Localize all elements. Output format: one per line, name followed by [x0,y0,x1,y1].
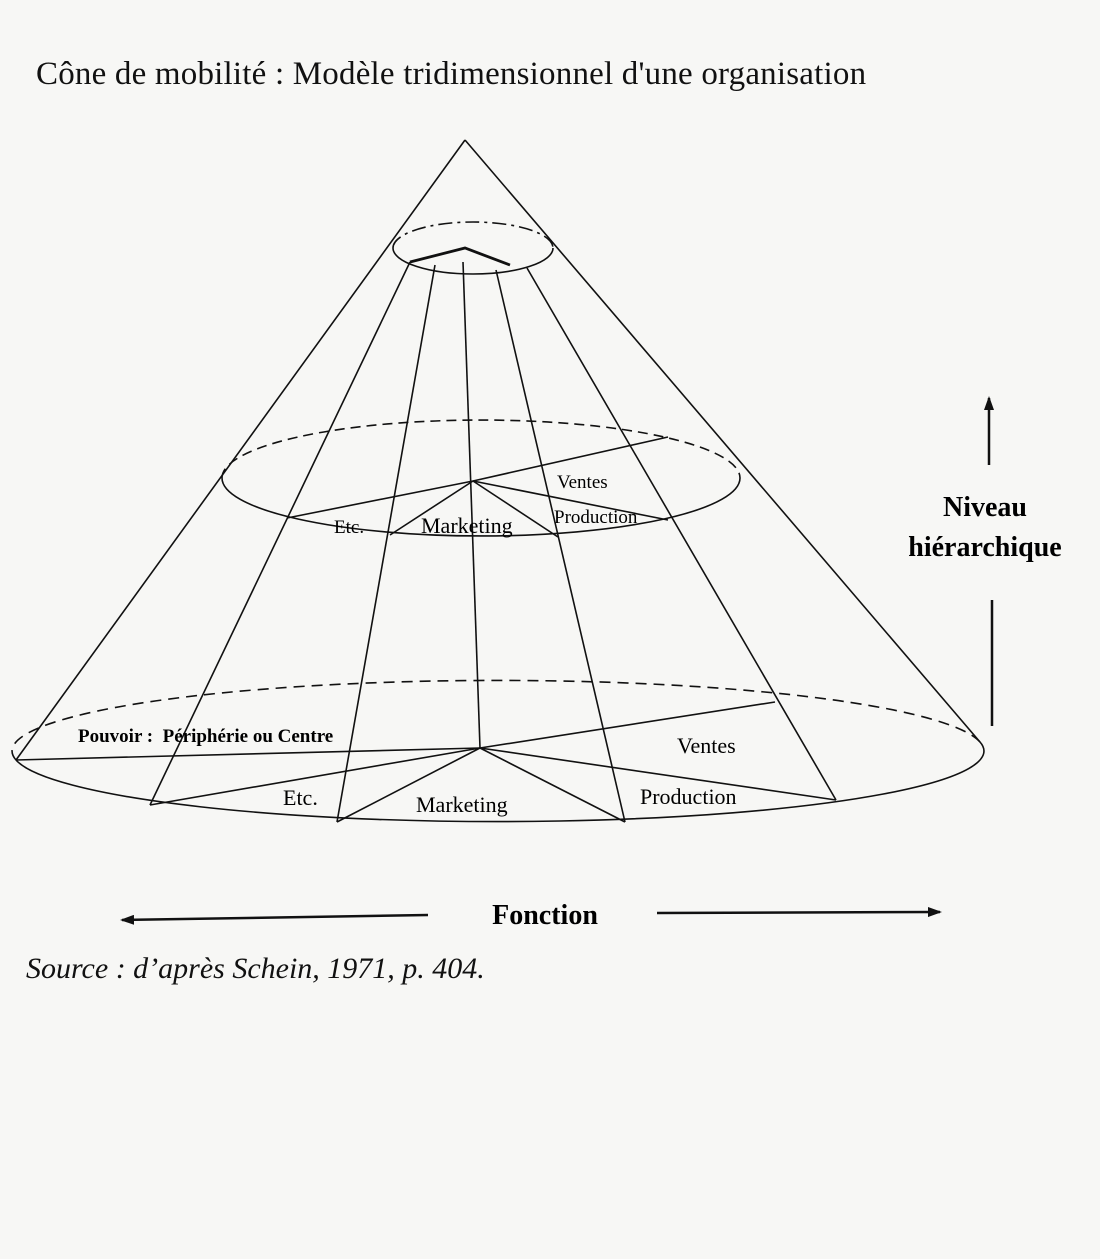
horizontal-axis-arrow-right [656,907,942,918]
base-label-pouvoir: Pouvoir : Périphérie ou Centre [78,726,333,747]
middle-sector-line-5 [472,436,669,482]
cone-left-edge [15,139,466,761]
middle-label-ventes: Ventes [557,472,608,493]
base-sector-line-1 [15,747,481,761]
base-sector-line-3 [336,747,481,823]
figure-source: Source : d’après Schein, 1971, p. 404. [26,952,485,985]
division-line-4 [495,269,626,823]
division-line-2 [336,264,436,823]
base-sector-line-4 [479,747,626,823]
middle-sector-line-2 [389,480,474,536]
figure-title: Cône de mobilité : Modèle tridimensionne… [36,56,867,92]
cone-right-edge [464,139,981,743]
middle-sector-line-1 [286,480,474,519]
horizontal-axis-arrow-left [120,913,429,925]
top-wedge [409,246,511,267]
base-sector-line-2 [149,747,481,806]
top-ellipse-back [392,221,554,249]
vertical-axis-label-line1: Niveau [943,492,1027,523]
division-line-3 [462,261,481,749]
base-label-marketing: Marketing [416,792,508,817]
middle-label-etc: Etc. [334,517,364,538]
base-ellipse-back [11,679,981,761]
middle-label-production: Production [554,507,638,528]
base-sector-line-6 [479,701,776,749]
middle-ellipse-back [221,419,741,479]
middle-sector-line-3 [472,480,559,538]
middle-sector-line-4 [472,480,669,521]
vertical-axis-label-line2: hiérarchique [908,532,1061,563]
base-ellipse-front [15,741,985,823]
middle-label-marketing: Marketing [421,513,513,538]
base-label-etc: Etc. [283,785,318,810]
base-label-ventes: Ventes [677,733,736,758]
base-sector-line-5 [479,747,837,801]
base-label-production: Production [640,784,737,809]
horizontal-axis-label: Fonction [492,900,598,931]
division-line-5 [526,267,837,801]
middle-ellipse-front [221,477,741,537]
top-ellipse-front [392,247,554,275]
division-line-1 [149,261,411,806]
